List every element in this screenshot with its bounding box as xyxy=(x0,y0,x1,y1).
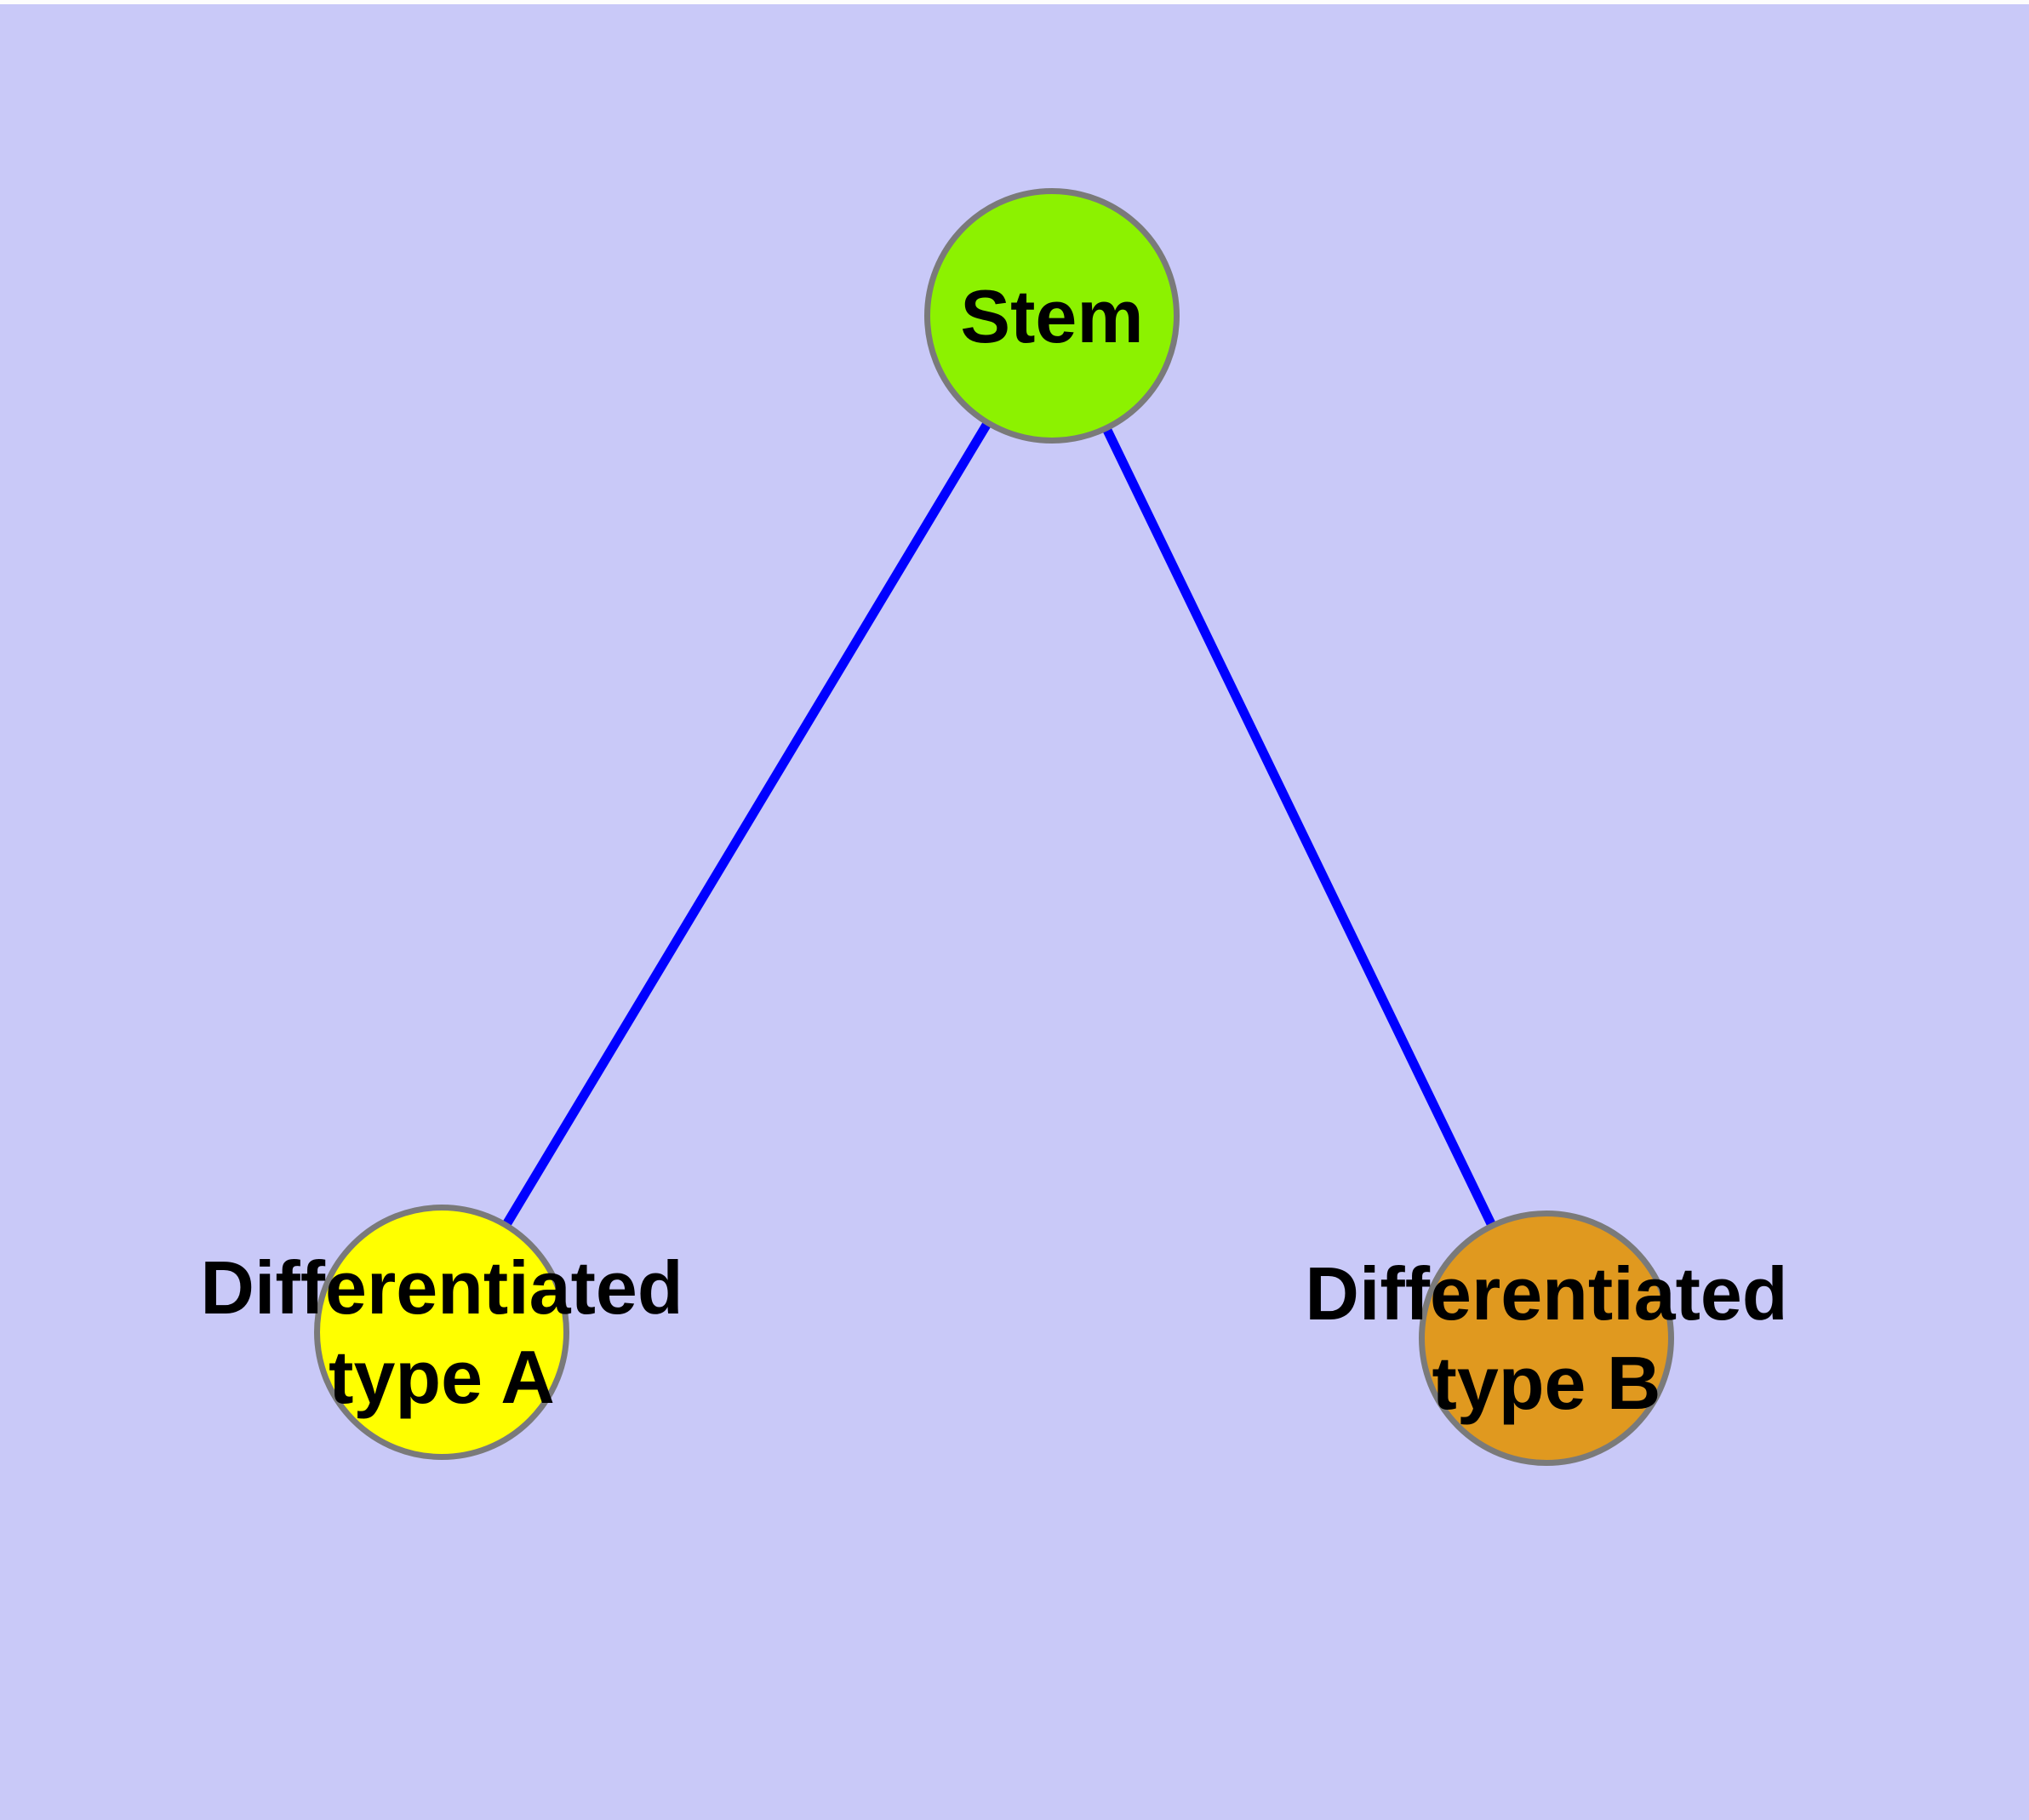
node-differentiated-type-b-label-line2: type B xyxy=(1432,1341,1661,1425)
node-differentiated-type-a-label-line2: type A xyxy=(329,1335,555,1419)
node-differentiated-type-b: Differentiated type B xyxy=(1305,1210,1788,1466)
node-differentiated-type-a-label-line1: Differentiated xyxy=(200,1245,683,1330)
node-differentiated-type-b-label-line1: Differentiated xyxy=(1305,1251,1788,1336)
node-differentiated-type-b-label: Differentiated type B xyxy=(1305,1249,1787,1428)
edge-stem-to-type-a xyxy=(437,313,1056,1335)
top-margin-strip xyxy=(0,0,2029,4)
node-stem-label: Stem xyxy=(960,273,1144,358)
node-differentiated-type-a-label: Differentiated type A xyxy=(200,1243,683,1422)
node-stem: Stem xyxy=(924,188,1180,444)
node-differentiated-type-a: Differentiated type A xyxy=(200,1205,683,1460)
edge-stem-to-type-b xyxy=(1048,313,1551,1341)
